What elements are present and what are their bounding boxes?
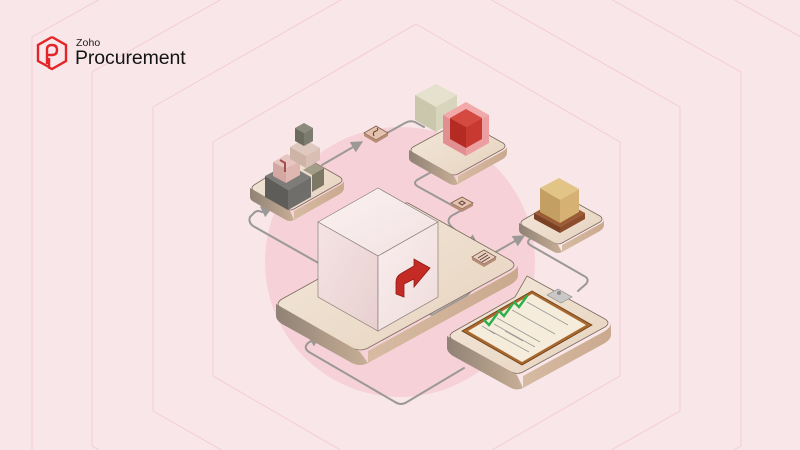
- brand-product: Procurement: [75, 47, 186, 69]
- approval-checklist-node: [447, 275, 611, 390]
- clipboard-checklist-icon: [461, 288, 593, 366]
- square-symbol-icon: [458, 200, 466, 206]
- package-with-arrow-icon: [395, 258, 431, 298]
- lines-symbol-icon: [477, 252, 491, 263]
- hexagon-outline-outermost: [31, 0, 800, 450]
- check-icons: [482, 294, 529, 327]
- hexagon-outline-inner: [212, 23, 621, 450]
- wave-symbol-icon: [372, 127, 379, 137]
- procurement-hexagon-p-icon: [36, 35, 68, 71]
- connector-2: [450, 196, 474, 212]
- brand-logo[interactable]: Zoho Procurement: [36, 35, 186, 71]
- inventory-stack-node: [250, 123, 344, 221]
- pallet-shipment-node: [519, 178, 604, 253]
- connector-1: [363, 125, 389, 143]
- hexagon-outline-outer: [91, 0, 742, 450]
- brand-company: Zoho: [76, 36, 101, 49]
- supplier-cubes-node: [409, 84, 507, 185]
- connector-3: [471, 249, 497, 267]
- central-package-node: [276, 187, 518, 365]
- hexagon-outline-middle: [152, 0, 681, 450]
